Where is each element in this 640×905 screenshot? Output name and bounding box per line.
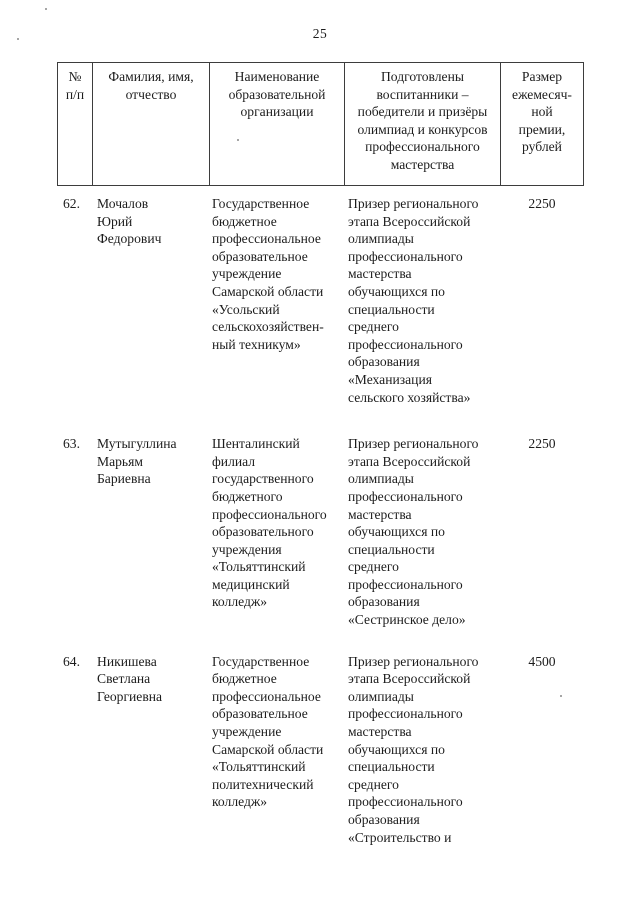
table-body: 62. Мочалов Юрий Федорович Государственн… <box>58 195 583 846</box>
table-row: 62. Мочалов Юрий Федорович Государственн… <box>58 195 583 406</box>
cell-name: Мочалов Юрий Федорович <box>97 196 162 247</box>
scan-speck <box>45 8 47 10</box>
cell-name: Мутыгуллина Марьям Бариевна <box>97 436 177 487</box>
cell-number: 63. <box>63 436 80 452</box>
cell-amount: 2250 <box>528 436 556 452</box>
cell-organization: Государственное бюджетное профессиональн… <box>212 653 324 810</box>
cell-name: Никишева Светлана Георгиевна <box>97 653 163 704</box>
header-cell-organization: Наименование образовательной организации <box>210 63 345 185</box>
table-row: 63. Мутыгуллина Марьям Бариевна Шенталин… <box>58 435 583 629</box>
header-cell-achievement: Подготовлены воспитанники – победители и… <box>345 63 501 185</box>
cell-number: 62. <box>63 196 80 211</box>
cell-organization: Шенталинский филиал государственного бюд… <box>212 436 327 610</box>
scan-speck <box>17 38 19 40</box>
cell-amount: 2250 <box>528 196 556 211</box>
awards-table: № п/п Фамилия, имя, отчество Наименовани… <box>57 62 584 846</box>
scan-speck <box>237 139 239 141</box>
header-cell-name: Фамилия, имя, отчество <box>93 63 210 185</box>
cell-number: 64. <box>63 653 80 669</box>
cell-achievement: Призер регионального этапа Всероссийской… <box>348 196 479 405</box>
table-row: 64. Никишева Светлана Георгиевна Государ… <box>58 653 583 847</box>
header-cell-number: № п/п <box>58 63 93 185</box>
scan-speck <box>560 695 562 697</box>
table-header-row: № п/п Фамилия, имя, отчество Наименовани… <box>57 62 584 186</box>
cell-achievement: Призер регионального этапа Всероссийской… <box>348 653 479 845</box>
cell-amount: 4500 <box>528 653 556 669</box>
cell-achievement: Призер регионального этапа Всероссийской… <box>348 436 479 628</box>
header-cell-amount: Размер ежемесяч- ной премии, рублей <box>512 69 572 155</box>
page-number: 25 <box>312 26 328 41</box>
cell-organization: Государственное бюджетное профессиональн… <box>212 196 324 352</box>
